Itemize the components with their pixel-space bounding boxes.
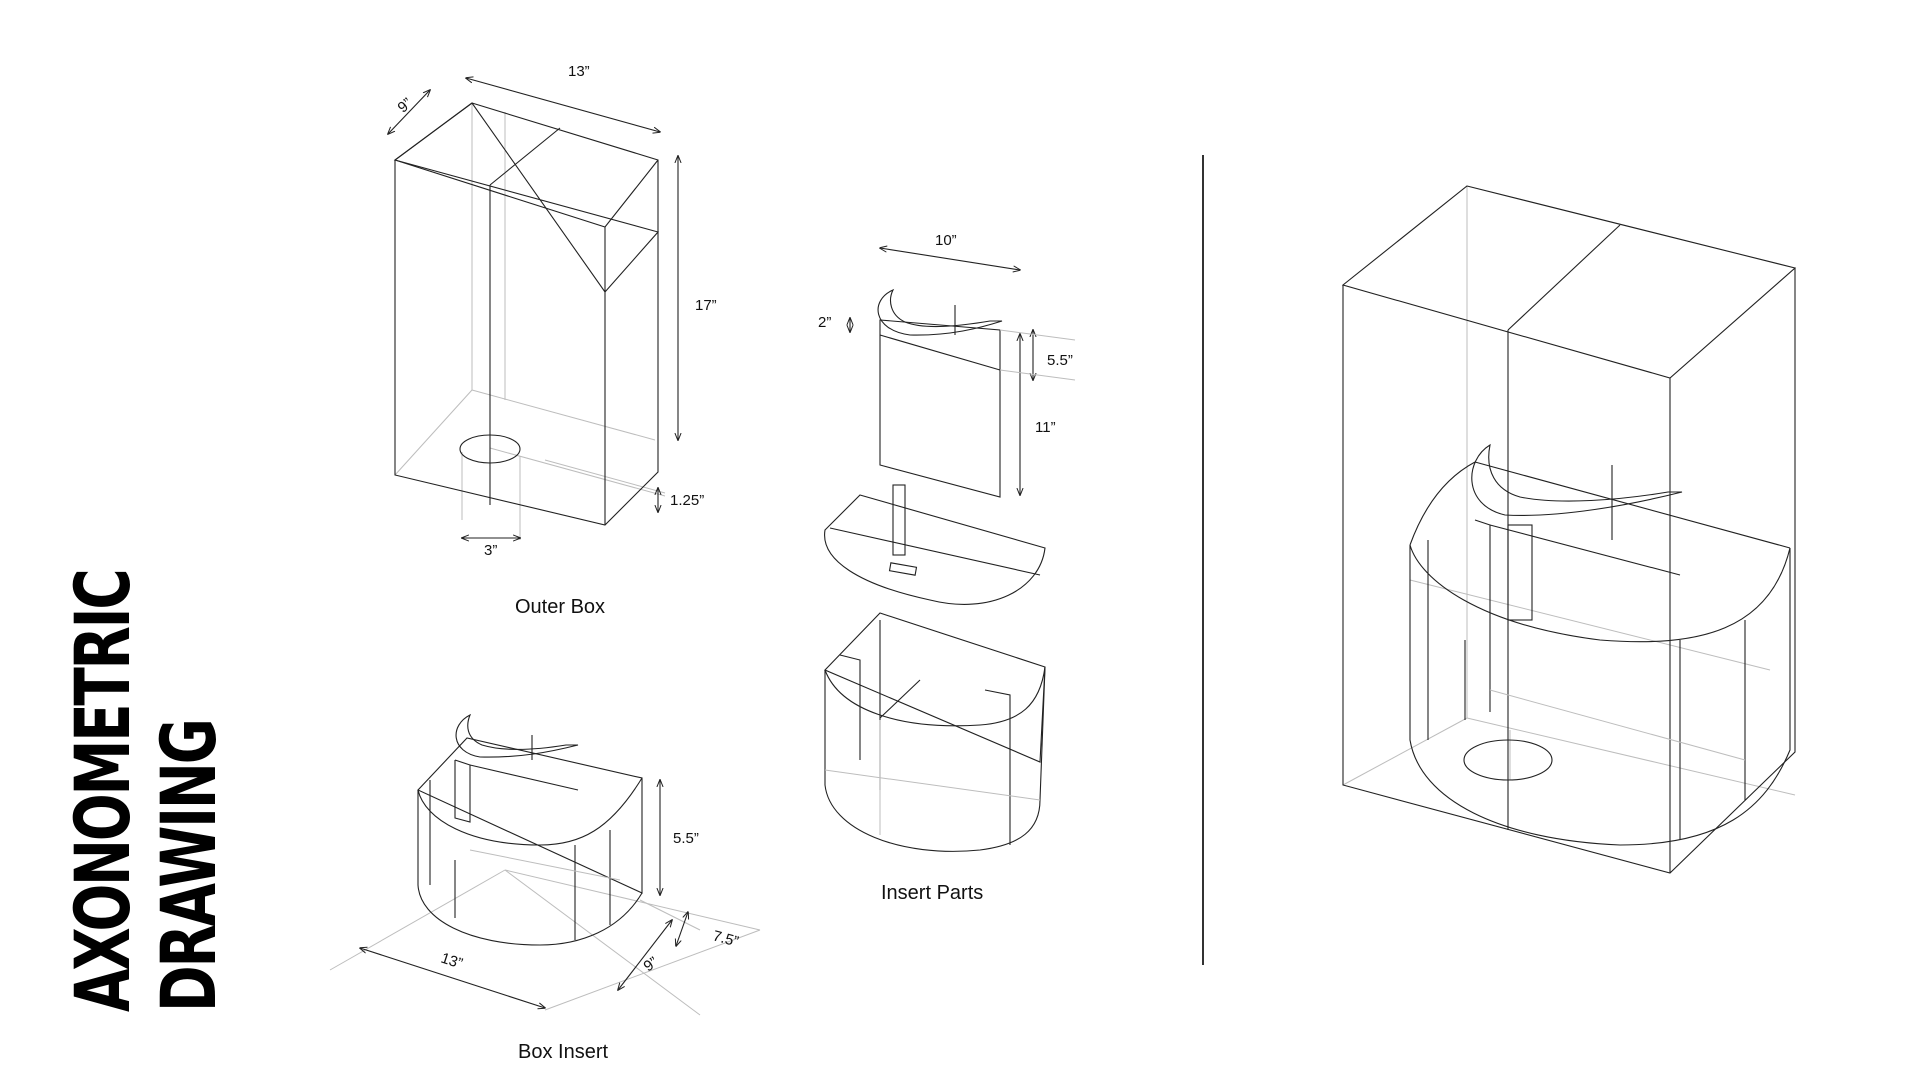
box-insert-drawing: 5.5” 7.5” 9” 13” [329, 713, 761, 1016]
insert-panel-label: 11” [1035, 419, 1056, 436]
box-insert-inner-label: 7.5” [711, 927, 740, 950]
insert-swoosh-label: 2” [818, 314, 831, 331]
outer-box-hole-label: 3” [484, 542, 497, 559]
caption-box-insert: Box Insert [518, 1041, 609, 1063]
box-insert-width-label: 13” [439, 950, 465, 973]
caption-insert-parts: Insert Parts [881, 882, 984, 904]
outer-box-base-label: 1.25” [670, 492, 704, 509]
outer-box-height-label: 17” [695, 297, 717, 314]
insert-parts-drawing: 10” 2” 5.5” 11” [818, 232, 1076, 852]
caption-outer-box: Outer Box [515, 596, 606, 618]
title-line-2: DRAWING [144, 720, 233, 1012]
title-line-1: AXONOMETRIC [58, 570, 147, 1012]
insert-width-label: 10” [935, 232, 957, 249]
box-insert-height-label: 5.5” [673, 830, 699, 847]
page-title: AXONOMETRIC DRAWING [58, 416, 233, 1012]
outer-box-depth-label: 9” [394, 95, 415, 117]
outer-box-width-label: 13” [568, 63, 590, 80]
assembled-box-drawing [1341, 185, 1797, 874]
outer-box-drawing: 13” 9” 17” 1.25” 3” [388, 63, 717, 559]
insert-upper-label: 5.5” [1047, 352, 1073, 369]
